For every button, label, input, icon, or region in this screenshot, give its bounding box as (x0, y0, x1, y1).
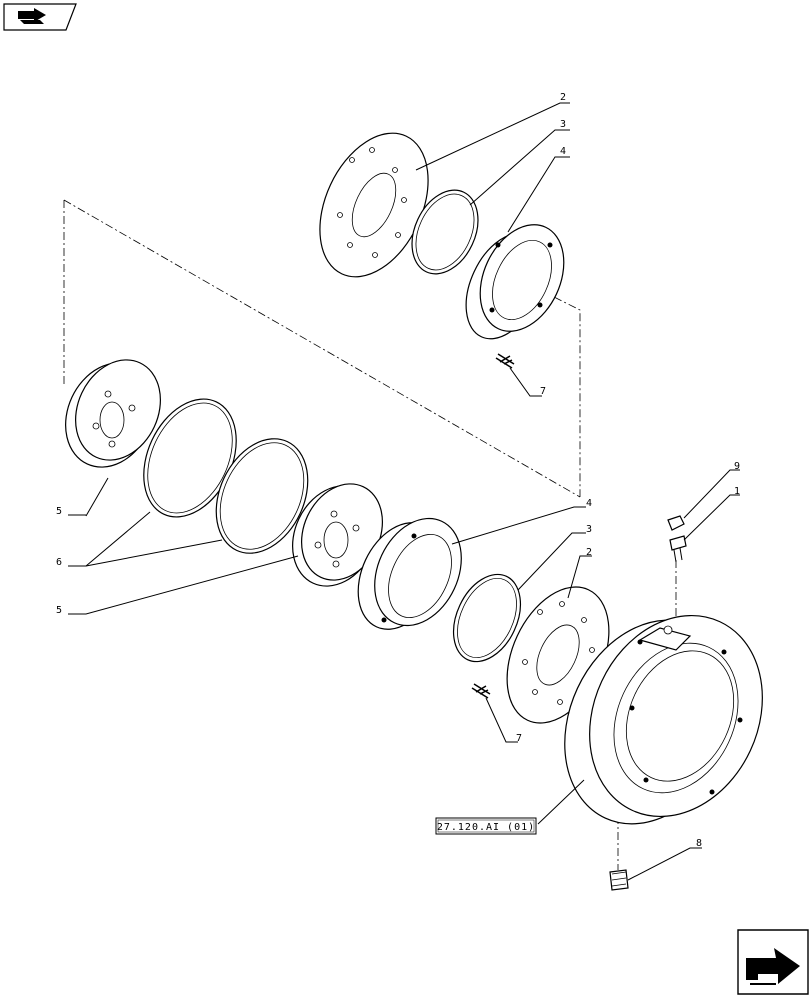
callout-2-middle: 2 (586, 547, 592, 558)
callout-4-middle: 4 (586, 498, 592, 509)
nav-prev-button[interactable] (3, 3, 77, 31)
callout-7-bottom: 7 (516, 733, 522, 744)
part-spring-bottom (471, 683, 491, 699)
callout-4-top: 4 (560, 146, 566, 157)
part-ring-middle (452, 573, 522, 663)
callout-3-middle: 3 (586, 524, 592, 535)
callout-8: 8 (696, 838, 702, 849)
part-ring-seal-b (215, 438, 309, 554)
part-bolt-8 (609, 869, 629, 891)
leader-lines (68, 102, 740, 881)
part-disc-middle (292, 483, 384, 587)
part-spring-top (495, 353, 515, 369)
part-housing-top (465, 224, 565, 340)
reference-label: 27.120.AI (01) (437, 822, 535, 833)
callout-7-top: 7 (540, 386, 546, 397)
callout-5-left: 5 (56, 506, 62, 517)
part-ring-top (411, 189, 479, 275)
callout-9: 9 (734, 461, 740, 472)
reference-link[interactable]: 27.120.AI (01) (435, 817, 537, 835)
part-disc-left (65, 359, 161, 468)
callout-3-top: 3 (560, 119, 566, 130)
book-arrow-icon (18, 8, 46, 24)
part-plug-9 (667, 515, 685, 531)
part-main-housing (564, 614, 763, 825)
nav-next-button[interactable] (737, 929, 809, 995)
part-housing-middle (357, 517, 462, 630)
callout-2-top: 2 (560, 92, 566, 103)
callout-5-middle: 5 (56, 605, 62, 616)
forward-arrow-icon (746, 948, 800, 985)
part-ring-seal-a (143, 398, 237, 518)
callout-1: 1 (734, 486, 740, 497)
callout-6: 6 (56, 557, 62, 568)
part-fitting-1 (669, 535, 687, 563)
